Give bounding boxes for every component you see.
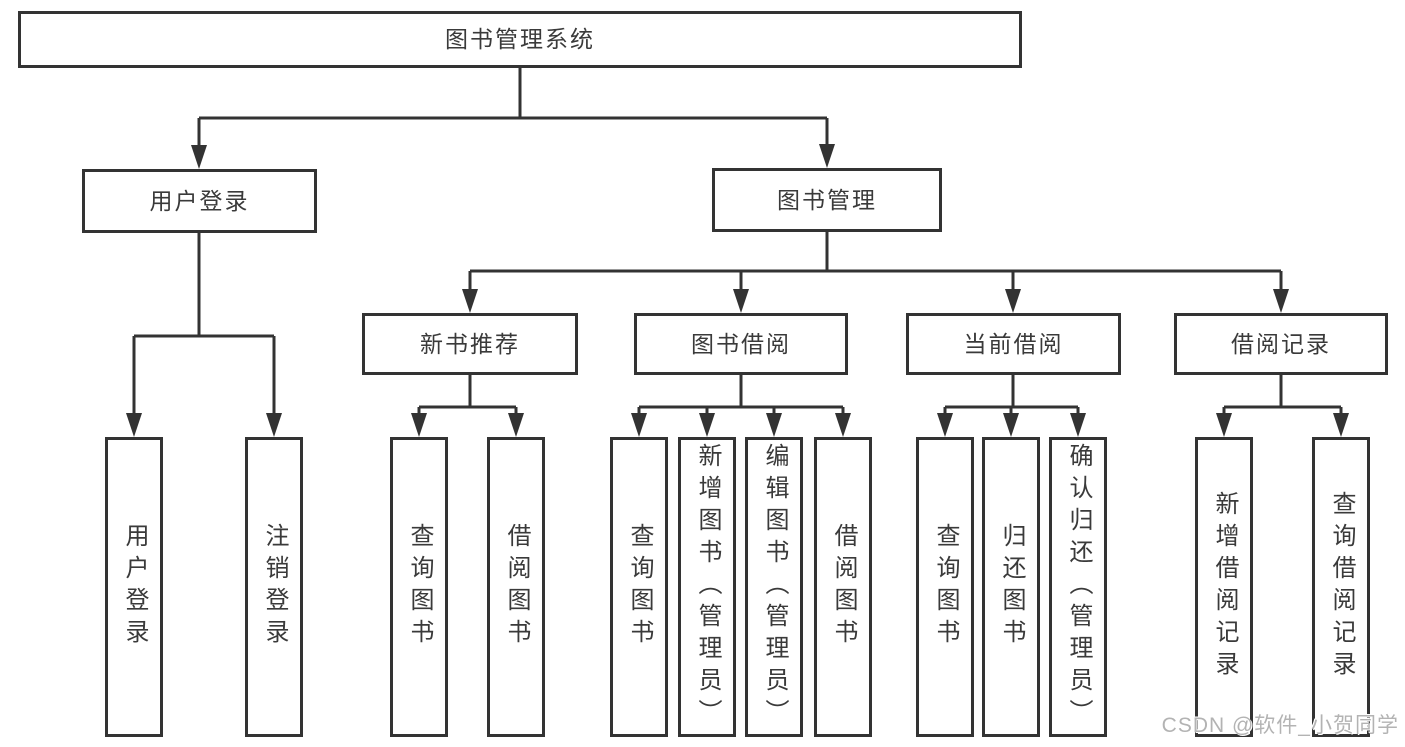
arrowhead-icon (1333, 413, 1349, 437)
arrowhead-icon (1273, 289, 1289, 313)
leaf-query-borrow-record: 查询借阅记录 (1312, 437, 1370, 737)
node-book-borrow: 图书借阅 (634, 313, 848, 375)
node-library-system: 图书管理系统 (18, 11, 1022, 68)
connector-borrowrecord-children (1222, 375, 1343, 416)
arrowhead-icon (1005, 289, 1021, 313)
arrowheads (126, 144, 1349, 437)
node-borrow-records: 借阅记录 (1174, 313, 1388, 375)
arrowhead-icon (631, 413, 647, 437)
node-user-login: 用户登录 (82, 169, 317, 233)
arrowhead-icon (266, 413, 282, 437)
connector-newbook-children (417, 375, 518, 416)
arrowhead-icon (1003, 413, 1019, 437)
arrowhead-icon (411, 413, 427, 437)
leaf-borrow-books: 借阅图书 (814, 437, 872, 737)
leaf-return-books: 归还图书 (982, 437, 1040, 737)
leaf-recommend-borrow-books: 借阅图书 (487, 437, 545, 737)
arrowhead-icon (699, 413, 715, 437)
arrowhead-icon (835, 413, 851, 437)
connector-currentborrow-children (943, 375, 1080, 416)
arrowhead-icon (937, 413, 953, 437)
connector-bookmgmt-to-level3 (468, 232, 1283, 292)
leaf-logout: 注销登录 (245, 437, 303, 737)
leaf-edit-books-admin: 编辑图书（管理员） (745, 437, 803, 737)
leaf-add-books-admin: 新增图书（管理员） (678, 437, 736, 737)
node-current-borrow: 当前借阅 (906, 313, 1121, 375)
leaf-recommend-query-books: 查询图书 (390, 437, 448, 737)
connector-bookborrow-children (637, 375, 845, 416)
node-book-management: 图书管理 (712, 168, 942, 232)
csdn-watermark: CSDN @软件_小贺同学 (1161, 714, 1399, 737)
arrowhead-icon (462, 289, 478, 313)
connector-root-to-level2 (197, 68, 829, 146)
arrowhead-icon (508, 413, 524, 437)
node-new-book-recommend: 新书推荐 (362, 313, 578, 375)
arrowhead-icon (1070, 413, 1086, 437)
leaf-current-query-books: 查询图书 (916, 437, 974, 737)
arrowhead-icon (819, 144, 835, 168)
arrowhead-icon (126, 413, 142, 437)
arrowhead-icon (733, 289, 749, 313)
leaf-add-borrow-record: 新增借阅记录 (1195, 437, 1253, 737)
arrowhead-icon (766, 413, 782, 437)
leaf-user-login: 用户登录 (105, 437, 163, 737)
leaf-confirm-return-admin: 确认归还（管理员） (1049, 437, 1107, 737)
leaf-borrow-query-books: 查询图书 (610, 437, 668, 737)
connector-userlogin-children (132, 233, 276, 416)
arrowhead-icon (191, 145, 207, 169)
arrowhead-icon (1216, 413, 1232, 437)
